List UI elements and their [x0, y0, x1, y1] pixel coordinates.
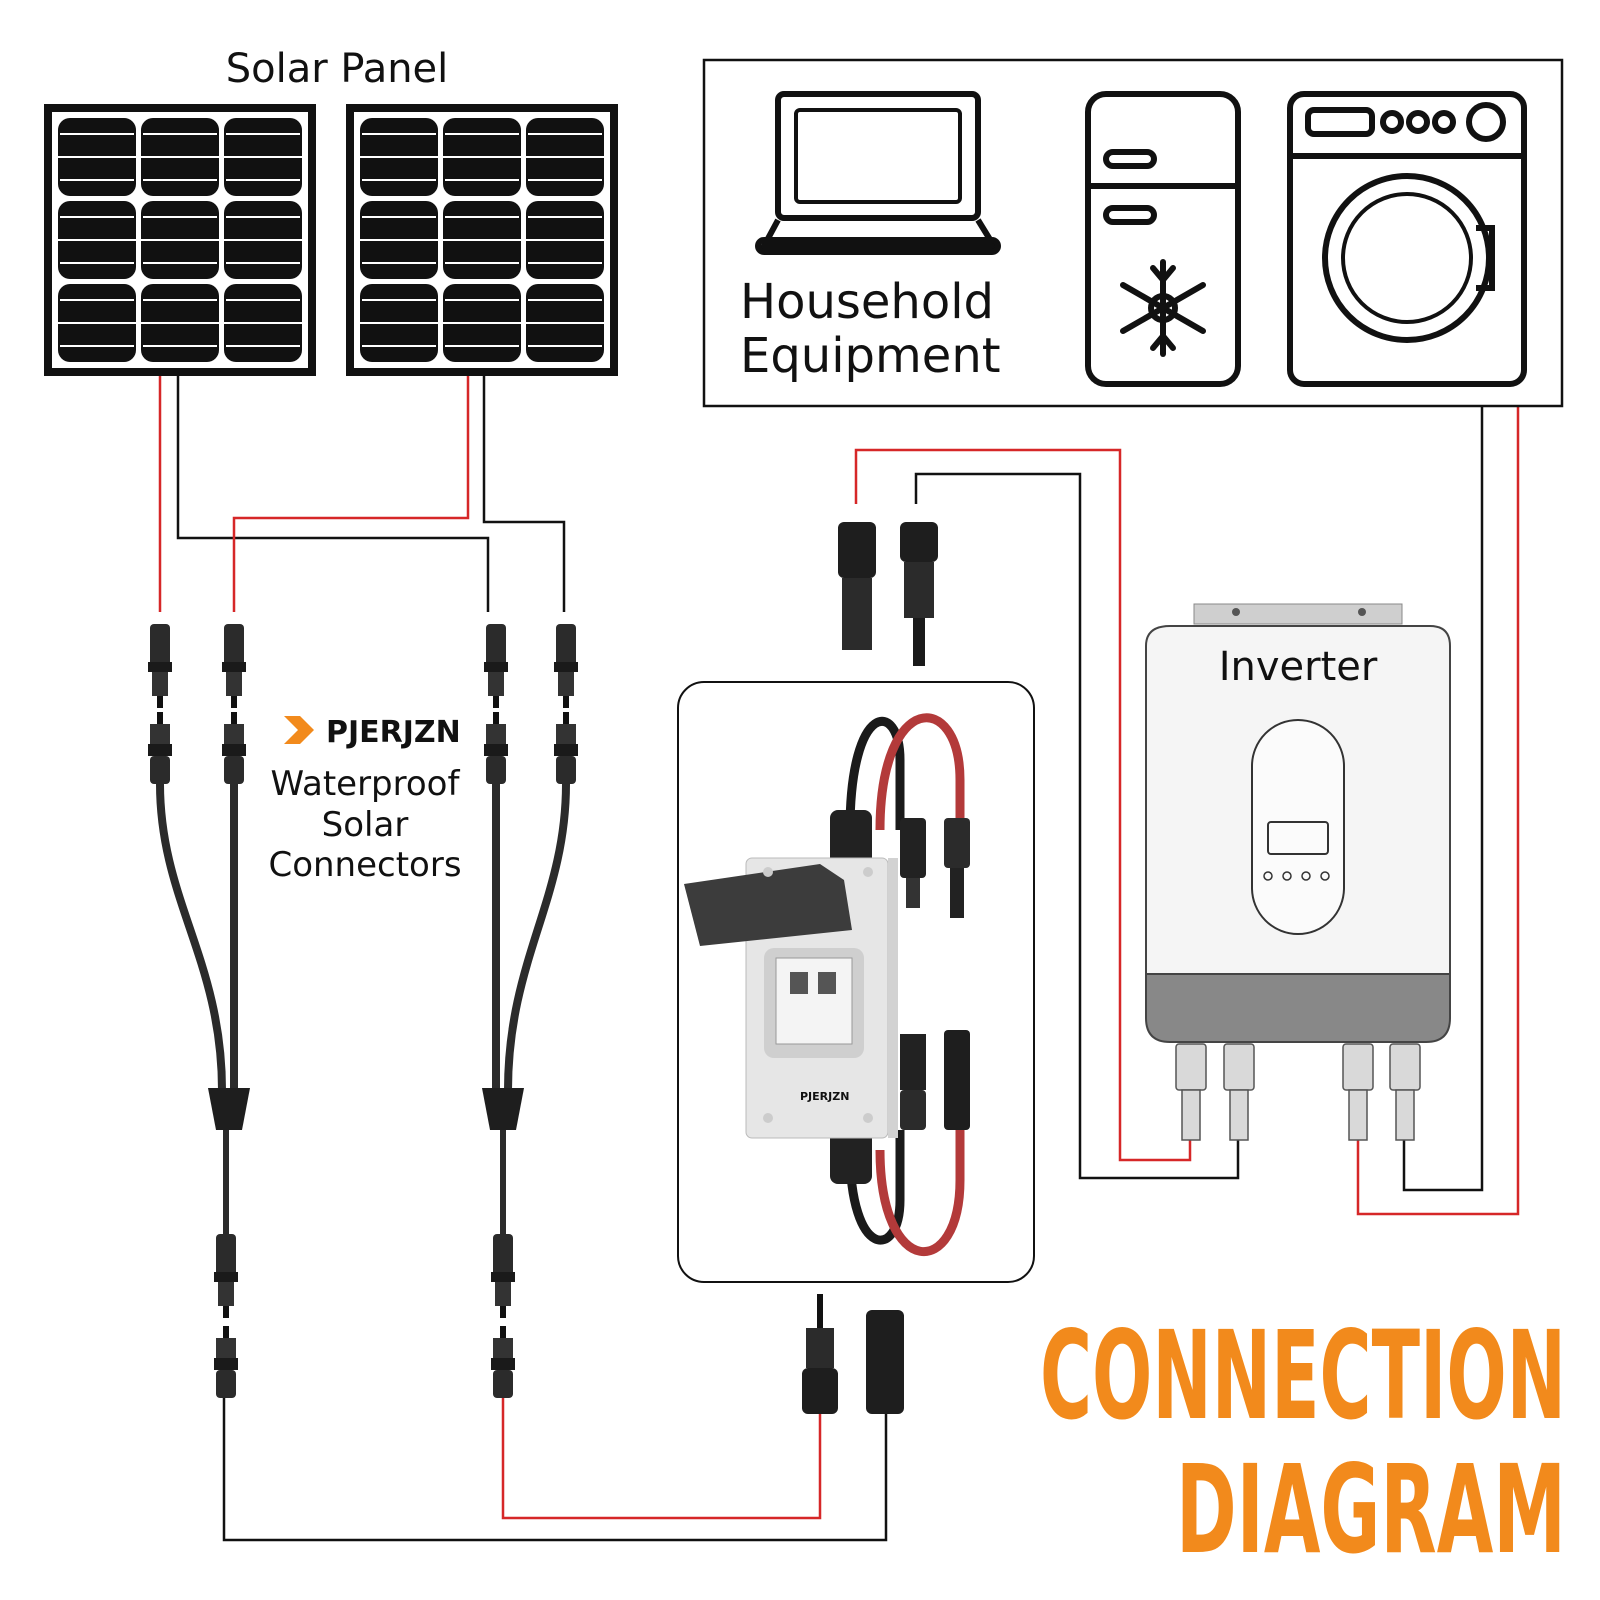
title-line2: DIAGRAM: [1176, 1439, 1566, 1581]
connectors-label-line2: Solar: [322, 805, 409, 845]
connectors-label-line1: Waterproof: [271, 764, 461, 804]
household-equipment-box: Household Equipment: [702, 58, 1564, 408]
snowflake-icon: [1120, 259, 1206, 357]
inverter: Inverter: [1145, 603, 1451, 1141]
brand-logo: PJERJZN: [284, 715, 461, 750]
dc-breaker-box: PJERJZN: [677, 681, 1035, 1283]
solar-panel-left: [44, 104, 316, 376]
household-label-line1: Household: [740, 274, 994, 330]
branch-connector-right: [482, 624, 578, 1398]
branch-connector-left: [148, 624, 250, 1398]
laptop-icon: [755, 91, 1001, 255]
solar-panel-label: Solar Panel: [226, 46, 449, 92]
wiring: [158, 376, 1520, 1542]
connectors-label-line3: Connectors: [268, 845, 461, 885]
household-label-line2: Equipment: [740, 328, 1001, 384]
breaker-input-connectors: [802, 1294, 904, 1414]
inverter-label: Inverter: [1219, 644, 1378, 690]
title-line1: CONNECTION: [1040, 1305, 1566, 1447]
solar-panel-right: [346, 104, 618, 376]
breaker-output-connectors: [838, 522, 938, 666]
washing-machine-icon: [1287, 91, 1527, 387]
inverter-terminals: [1175, 1043, 1421, 1141]
refrigerator-icon: [1085, 91, 1241, 387]
brand-name: PJERJZN: [326, 715, 461, 750]
breaker-brand-label: PJERJZN: [800, 1090, 849, 1103]
